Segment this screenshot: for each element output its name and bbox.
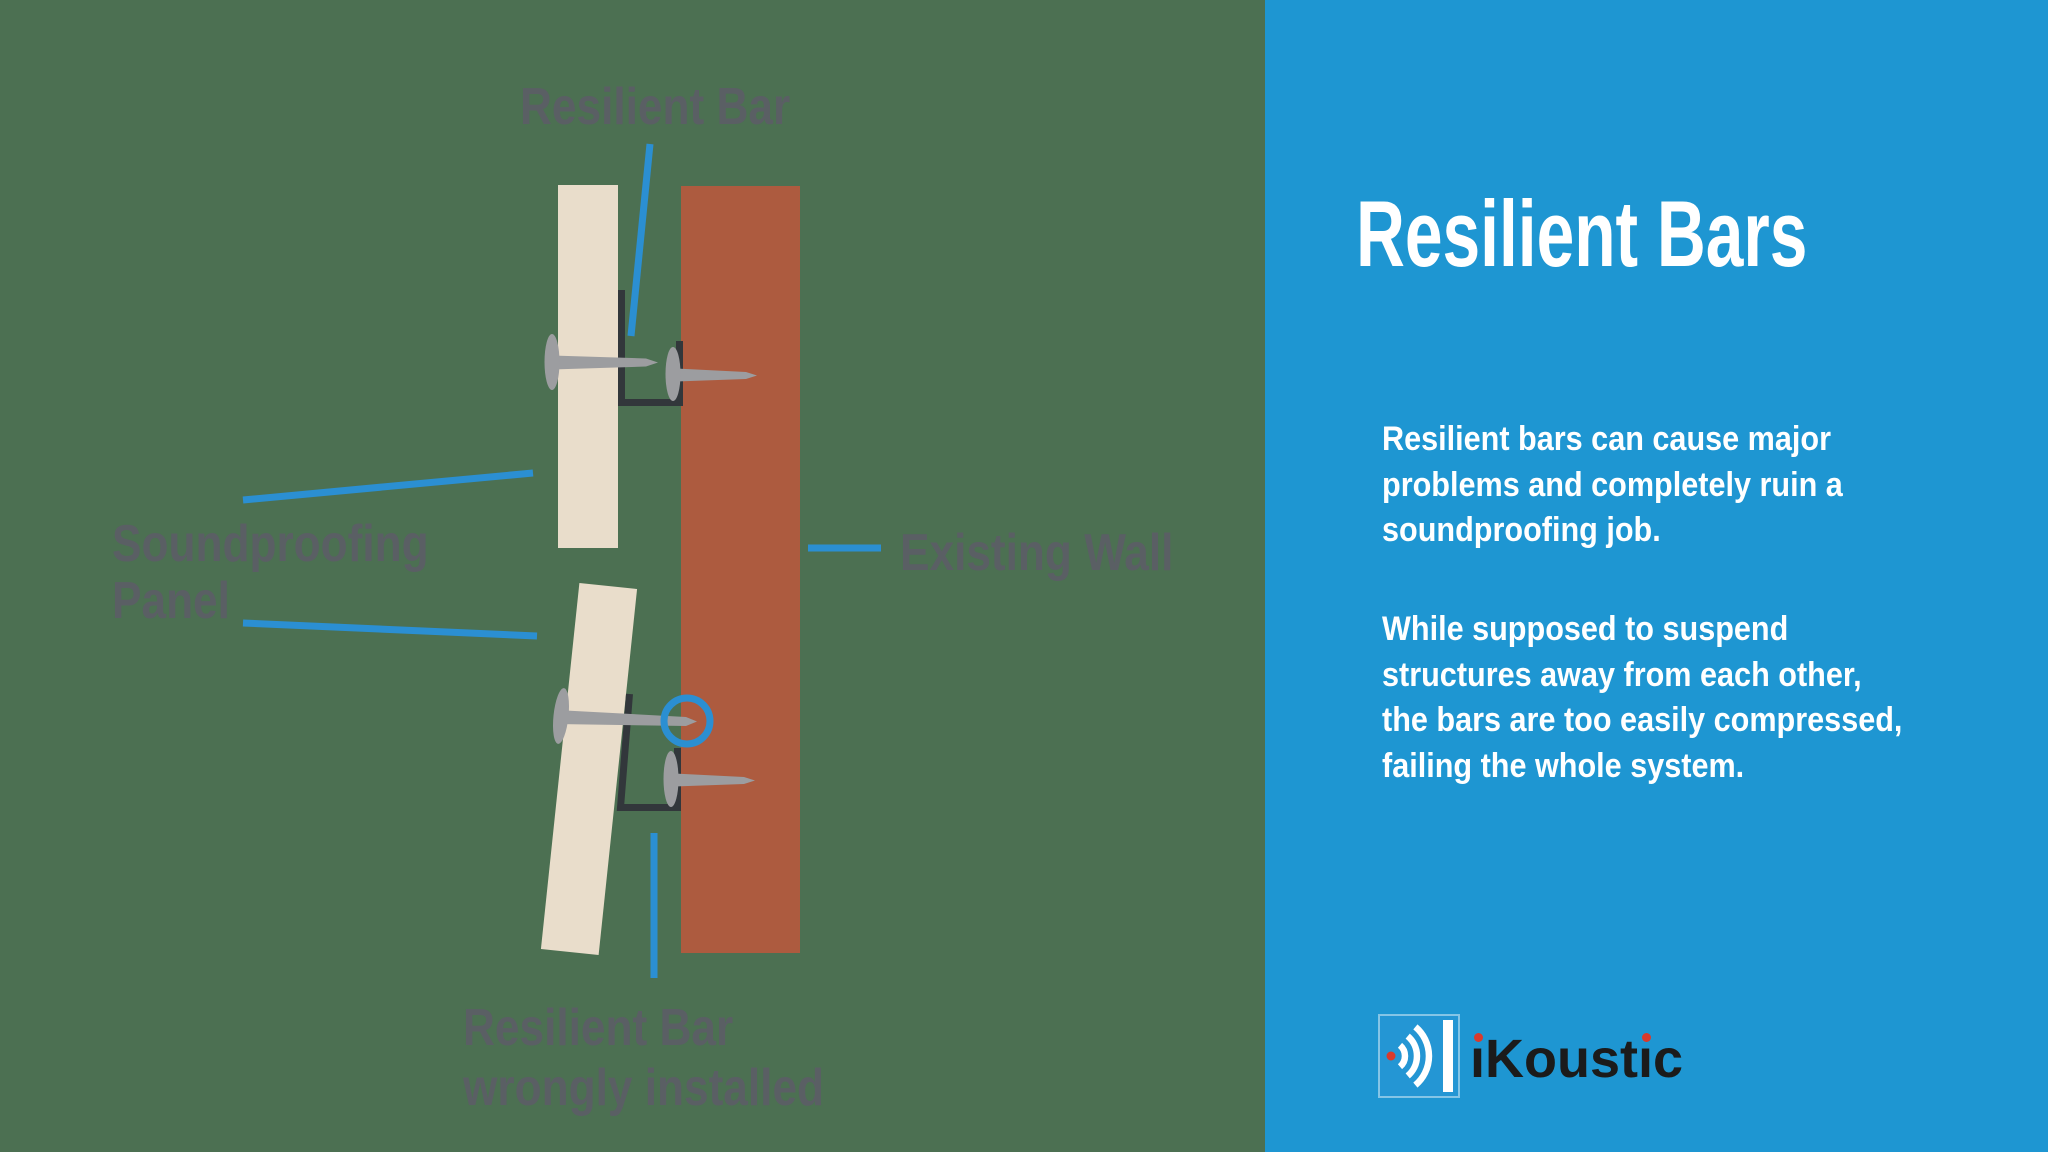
- label-text: Resilient Bar: [520, 78, 791, 136]
- paragraph-line: structures away from each other,: [1382, 655, 1862, 694]
- resilient-bar-label: Resilient Bar: [520, 78, 790, 136]
- screw-head-top-panel: [544, 334, 560, 390]
- paragraph-line: While supposed to suspend: [1382, 610, 1789, 648]
- page-title: Resilient Bars: [1356, 181, 1808, 286]
- soundproofing-panel-bottom-shape: [540, 582, 638, 956]
- paragraph-line: failing the whole system.: [1382, 746, 1745, 785]
- sound-wave-arc: [1413, 1024, 1433, 1088]
- existing-wall-shape: [681, 186, 800, 953]
- paragraph-line: Resilient bars can cause major: [1382, 420, 1832, 458]
- sound-wave-icon: [1378, 1014, 1460, 1098]
- paragraph-line: soundproofing job.: [1382, 511, 1661, 549]
- paragraph-line: the bars are too easily compressed,: [1382, 701, 1903, 739]
- leader-line-resilient-bar: [627, 143, 654, 337]
- screw-shaft-top-wall: [676, 368, 757, 382]
- leader-line-panel-top: [242, 469, 534, 504]
- logo-wall-bar: [1443, 1020, 1453, 1092]
- logo-red-dot: [1641, 1033, 1651, 1042]
- existing-wall-label: Existing Wall: [900, 524, 1173, 582]
- label-text: wrongly installed: [463, 1059, 825, 1117]
- sound-wave-arc: [1405, 1033, 1421, 1079]
- sound-wave-arc: [1397, 1042, 1409, 1070]
- paragraph-2: While supposed to suspend structures awa…: [1382, 607, 1902, 789]
- label-text: Existing Wall: [900, 524, 1174, 582]
- logo-letter-i: ı: [1638, 1029, 1654, 1089]
- soundproofing-panel-label: Soundproofing Panel: [112, 516, 429, 630]
- wall-diagram: [242, 143, 881, 978]
- screw-head-bottom-panel: [552, 688, 570, 744]
- leader-line-panel-bottom: [242, 619, 538, 640]
- paragraph-1: Resilient bars can cause major problems …: [1382, 417, 1843, 554]
- logo-letter-i: ı: [1470, 1029, 1486, 1089]
- label-text: Resilient Bar: [463, 999, 734, 1057]
- logo-icon-red-dot: [1386, 1051, 1396, 1061]
- screw-head-top-wall: [665, 347, 681, 401]
- resilient-bar-wrongly-installed-label: Resilient Bar wrongly installed: [463, 998, 824, 1118]
- info-panel: Resilient Bars Resilient bars can cause …: [1265, 0, 2048, 1152]
- error-highlight-ring: [660, 694, 714, 748]
- paragraph-line: problems and completely ruin a: [1382, 465, 1843, 504]
- logo-red-dot: [1473, 1033, 1483, 1042]
- screw-shaft-bottom-wall: [674, 773, 755, 787]
- label-text: Soundproofing: [112, 515, 429, 573]
- screw-shaft-top-panel: [552, 355, 658, 370]
- screw-head-bottom-wall: [663, 751, 679, 807]
- label-text: Panel: [112, 572, 230, 630]
